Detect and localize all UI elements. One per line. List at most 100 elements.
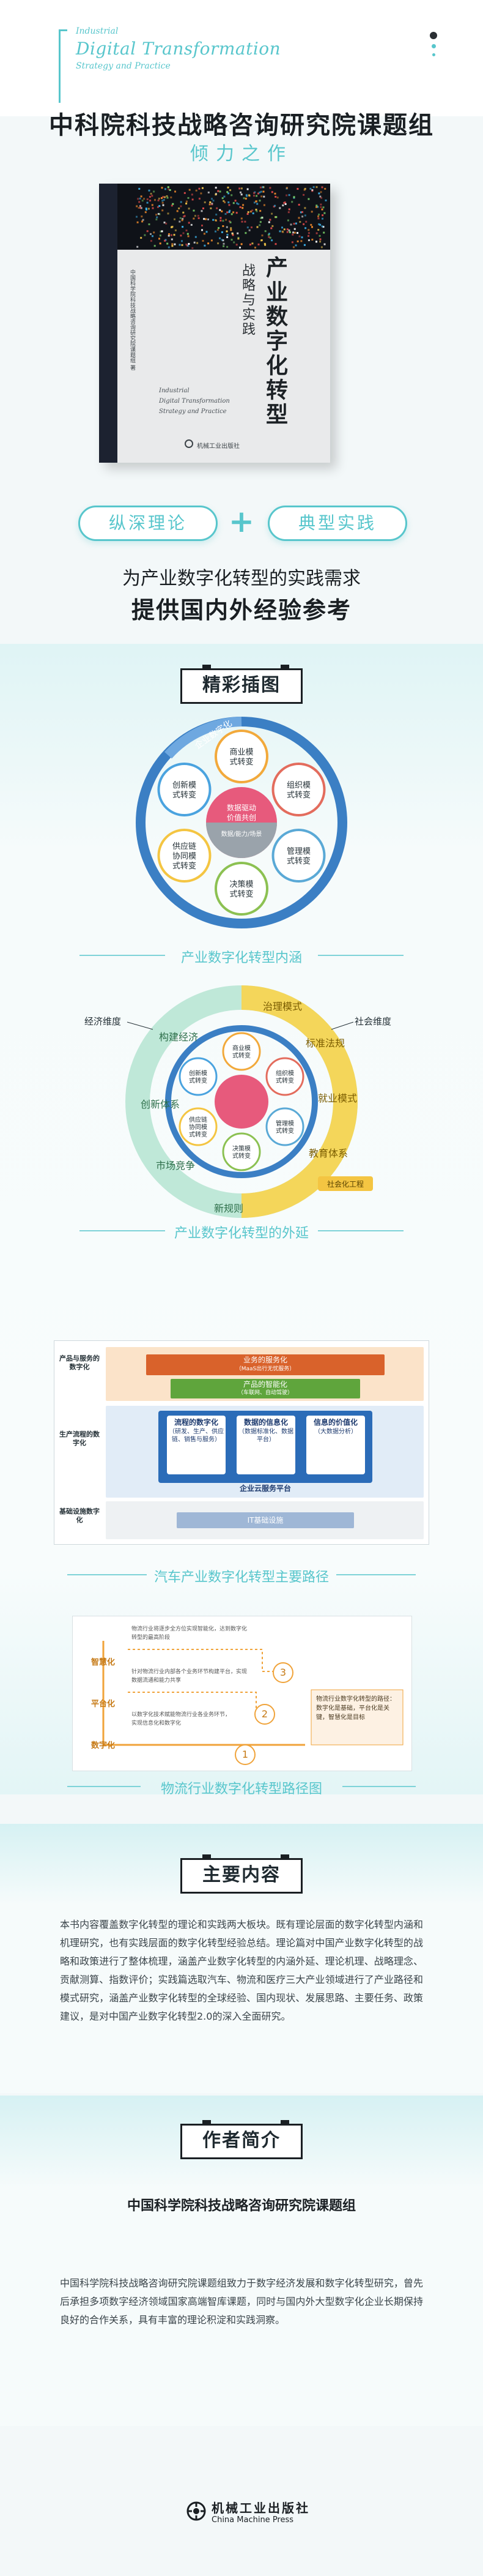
cover-pixel (315, 232, 318, 234)
cover-pixel (283, 228, 286, 231)
cover-pixel (303, 223, 305, 225)
caption-line-left (79, 1230, 165, 1231)
cover-pixel (208, 203, 211, 206)
cover-pixel (141, 220, 144, 223)
cover-pixel (190, 223, 193, 226)
cover-pixel (137, 198, 139, 200)
cover-pixel (176, 210, 179, 212)
mode-node-label: 管理模 (287, 847, 311, 856)
process-box-1-desc: （研发、生产、供应链、销售与服务） (169, 1428, 224, 1443)
cover-pixel (164, 239, 166, 242)
cover-pixel (141, 215, 143, 218)
cover-pixel (158, 237, 160, 240)
cover-pixel (219, 209, 221, 211)
cover-pixel (292, 231, 295, 234)
cover-pixel (180, 205, 182, 207)
extension-node-0 (222, 1032, 261, 1071)
cover-pixel (182, 215, 185, 218)
cover-pixel (168, 246, 170, 248)
extension-node-1 (265, 1057, 304, 1096)
cover-pixel (275, 243, 277, 245)
cover-pixel (187, 197, 190, 199)
cover-pixel (201, 229, 203, 231)
cover-pixel (161, 201, 164, 204)
extension-node-label: 协同模 (189, 1123, 207, 1131)
cover-pixel (297, 188, 299, 190)
cover-pixel (232, 234, 234, 236)
cover-pixel (226, 191, 229, 193)
cover-pixel (267, 234, 270, 236)
cover-pixel (240, 243, 243, 245)
cover-pixel (310, 223, 312, 226)
cover-pixel (286, 231, 289, 233)
cover-pixel (230, 227, 232, 230)
extension-node-label: 式转变 (189, 1130, 207, 1138)
cover-pixel (171, 204, 173, 207)
cover-pixel (221, 231, 223, 233)
cover-pixel (153, 231, 155, 234)
cover-pixel (323, 231, 325, 234)
cover-pixel (145, 207, 147, 210)
caption-diagram4: 物流行业数字化转型路径图 (160, 1782, 322, 1797)
cover-pixel (144, 211, 147, 214)
cover-pixel (226, 234, 229, 236)
cover-pixel (325, 200, 327, 201)
content-text: 本书内容覆盖数字化转型的理论和实践两大板块。既有理论层面的数字化转型内涵和机理研… (60, 1919, 423, 2022)
cover-pixel (311, 239, 314, 241)
cover-pixel (253, 192, 256, 194)
cover-pixel (149, 196, 151, 198)
cover-pixel (186, 233, 189, 235)
cover-pixel (178, 207, 180, 209)
cover-pixel (303, 193, 305, 196)
cover-pixel (151, 195, 153, 197)
cover-pixel (143, 198, 146, 200)
cover-pixel (202, 240, 204, 242)
cover-pixel (246, 226, 249, 229)
cover-pixel (218, 227, 220, 230)
cover-pixel (264, 244, 267, 246)
cover-pixel (276, 196, 279, 199)
center-core-lower (206, 823, 277, 858)
mode-node-0 (215, 730, 268, 783)
cover-pixel (234, 200, 237, 202)
dot-icon (431, 44, 436, 48)
row-label-product: 产品与服务的数字化 (59, 1354, 100, 1372)
cover-pixel (260, 217, 262, 219)
cover-pixel (212, 200, 215, 202)
cover-pixel (259, 192, 261, 193)
cover-pixel (286, 228, 289, 231)
cover-pixel (311, 226, 313, 228)
cover-pixel (215, 219, 217, 222)
row-label-process: 生产流程的数字化 (59, 1430, 100, 1447)
cover-pixel-art (99, 184, 330, 250)
cover-pixel (221, 197, 224, 200)
cover-pixel (311, 189, 314, 191)
cover-pixel (188, 243, 190, 245)
cover-pixel (197, 217, 200, 219)
cover-pixel (152, 207, 154, 209)
cover-pixel (319, 223, 322, 226)
cover-pixel (232, 211, 235, 214)
diagram-logistics-path: 3 2 1 智慧化 平台化 数字化 物流行业将逐步全方位实现智能化，达到数字化转… (72, 1616, 412, 1771)
cover-pixel (174, 190, 176, 193)
cover-pixel (324, 188, 326, 190)
cover-pixel (230, 213, 233, 215)
cover-pixel (281, 226, 283, 229)
header-bracket-mark (59, 29, 67, 103)
cover-pixel (180, 234, 182, 237)
cover-pixel (321, 225, 323, 228)
header: Industrial Digital Transformation Strate… (0, 0, 483, 116)
cover-pixel (155, 214, 157, 216)
cover-pixel (179, 217, 182, 219)
cover-pixel (183, 192, 186, 194)
outer-ring-social (241, 985, 358, 1102)
cover-pixel (154, 199, 156, 201)
cover-pixel (291, 201, 293, 203)
book-cover: 产业数字化转型 战略与实践 中国科学院科技战略咨询研究院课题组 著 Indust… (99, 184, 330, 463)
cover-pixel (138, 207, 140, 209)
cover-pixel (317, 217, 320, 220)
cover-pixel (171, 245, 174, 247)
extension-node-3 (222, 1132, 261, 1171)
cover-pixel (215, 214, 218, 216)
caption-diagram3: 汽车产业数字化转型主要路径 (153, 1570, 329, 1585)
